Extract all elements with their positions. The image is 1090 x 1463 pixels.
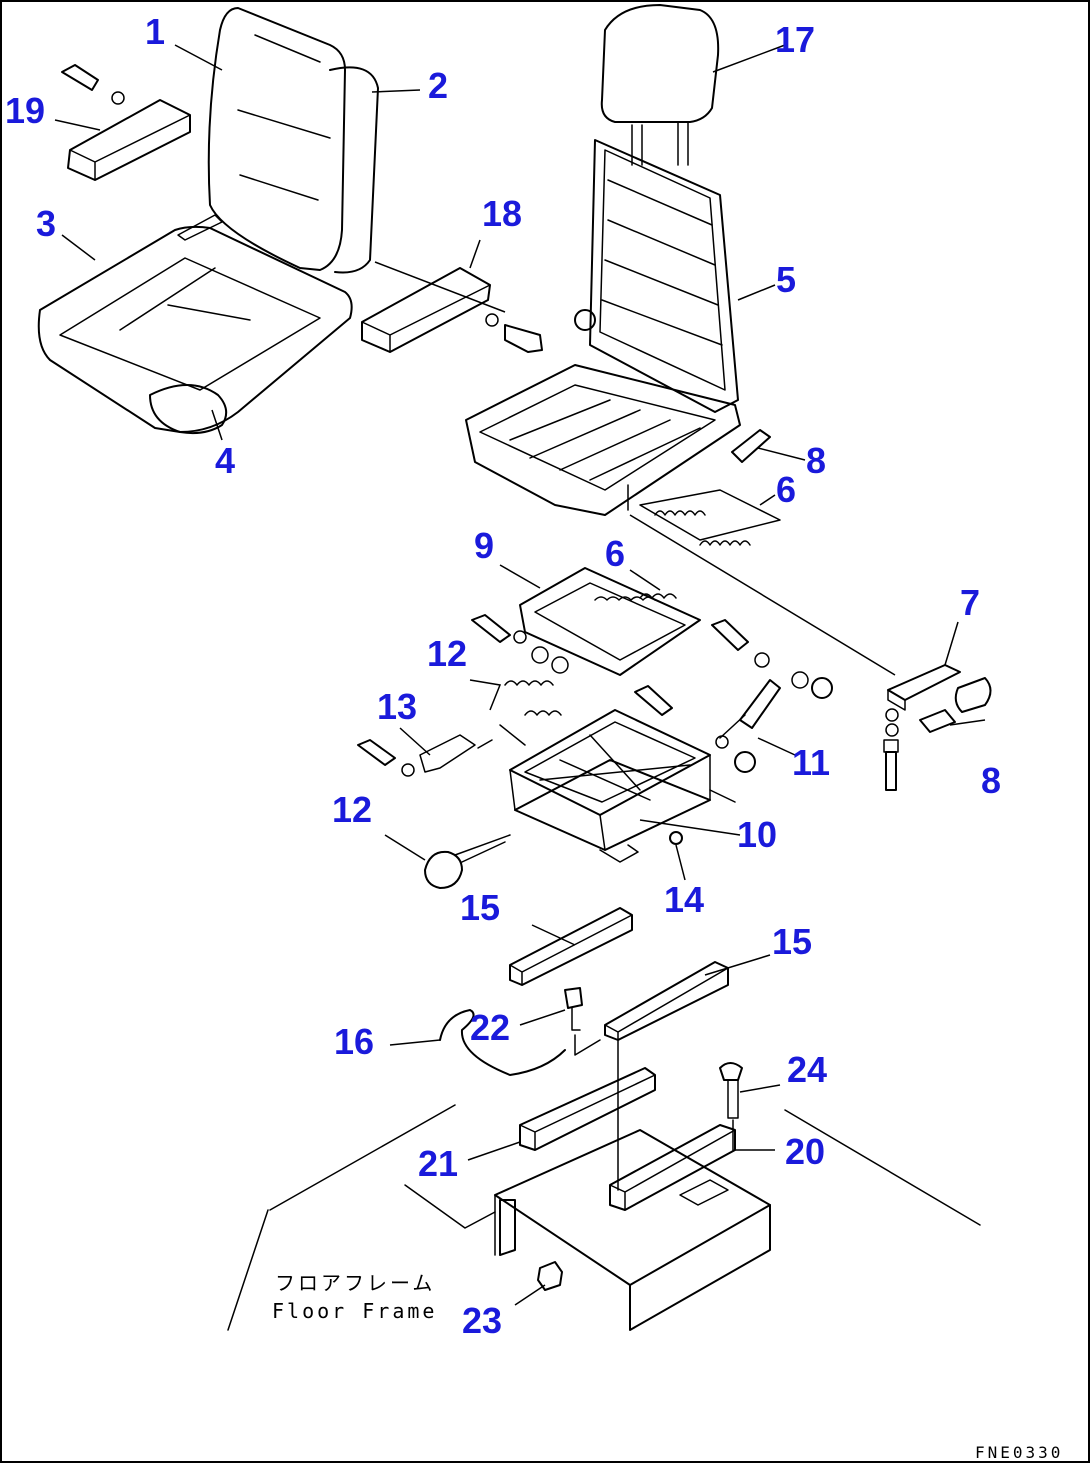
- adjust-knob: [424, 834, 511, 889]
- callout-7: 7: [960, 582, 980, 623]
- callout-3: 3: [36, 203, 56, 244]
- callout-24: 24: [787, 1049, 827, 1090]
- floor-frame-outline: [227, 1104, 981, 1331]
- leader-lines: [54, 44, 986, 1306]
- callout-11: 11: [792, 742, 830, 783]
- callout-6a: 6: [776, 469, 796, 510]
- latch-part-8-bottom: [919, 677, 992, 733]
- cable-16: [439, 1009, 566, 1076]
- nut-23: [537, 1261, 563, 1291]
- callout-15b: 15: [772, 921, 812, 962]
- callout-4: 4: [215, 440, 235, 481]
- bracket-13: [357, 734, 493, 777]
- callout-14: 14: [664, 879, 704, 920]
- callout-13: 13: [377, 686, 417, 727]
- bolt-24: [719, 1062, 743, 1151]
- callout-10: 10: [737, 814, 777, 855]
- callout-23: 23: [462, 1300, 502, 1341]
- shock-absorber: [634, 679, 781, 773]
- spring-set-upper: [639, 489, 781, 546]
- callout-21: 21: [418, 1143, 458, 1184]
- floor-frame-label-jp: フロアフレーム: [275, 1271, 435, 1295]
- bolt-22: [564, 987, 601, 1056]
- leader-part-7: [629, 514, 896, 676]
- headrest: [600, 4, 720, 166]
- callout-1: 1: [145, 11, 165, 52]
- slide-rail-left: [509, 907, 633, 986]
- callout-labels: 1 2 3 4 5 6 6 7 8 8 9 10 11 12 12 13 14 …: [5, 11, 1001, 1341]
- callout-22: 22: [470, 1007, 510, 1048]
- armrest-left: [61, 64, 191, 181]
- part-14: [669, 831, 683, 845]
- callout-16: 16: [334, 1021, 374, 1062]
- slide-rail-right: [604, 954, 771, 1041]
- callout-17: 17: [775, 19, 815, 60]
- seat-cushion: [37, 214, 353, 435]
- callout-12a: 12: [427, 633, 467, 674]
- latch-part-8-top: [731, 429, 771, 463]
- callout-12b: 12: [332, 789, 372, 830]
- callout-18: 18: [482, 193, 522, 234]
- callout-9: 9: [474, 525, 494, 566]
- upper-suspension-frame: [519, 567, 701, 676]
- armrest-right: [361, 261, 543, 353]
- callout-6b: 6: [605, 533, 625, 574]
- seat-back-cushion: [207, 7, 379, 274]
- floor-frame-label-en: Floor Frame: [272, 1299, 437, 1323]
- callout-19: 19: [5, 90, 45, 131]
- callout-8b: 8: [981, 760, 1001, 801]
- callout-2: 2: [428, 65, 448, 106]
- callout-8a: 8: [806, 440, 826, 481]
- mount-plate-21: [519, 1067, 656, 1151]
- bracket-7: [883, 664, 961, 791]
- hardware-cluster: [471, 614, 833, 746]
- lower-suspension-frame: [509, 709, 741, 863]
- callout-15a: 15: [460, 887, 500, 928]
- drawing-code: FNE0330: [975, 1443, 1063, 1462]
- callout-20: 20: [785, 1131, 825, 1172]
- floor-frame-box: [494, 1129, 771, 1331]
- callout-5: 5: [776, 259, 796, 300]
- seat-frame: [465, 139, 741, 516]
